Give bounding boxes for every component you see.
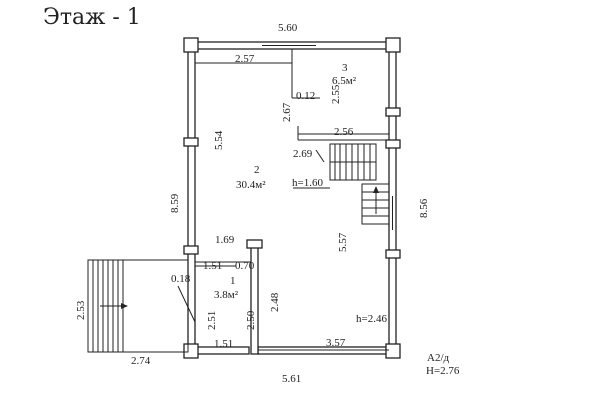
stair-break <box>315 149 325 163</box>
dimension-lines <box>195 62 389 351</box>
stair-lower-run <box>361 183 390 225</box>
right-joint-3 <box>385 249 401 259</box>
room-1-number: 1 <box>230 275 236 287</box>
dim-251: 2.51 <box>206 311 218 330</box>
porch-arrow-head <box>121 303 128 309</box>
dim-left-height: 8.59 <box>169 193 181 213</box>
corner-ne <box>385 37 401 53</box>
dim-151-lower: 1.51 <box>214 338 233 350</box>
room-3-number: 3 <box>342 62 348 74</box>
dim-269: 2.69 <box>293 148 313 160</box>
room-1-area: 3.8м² <box>214 289 239 301</box>
stair-height: h=1.60 <box>292 177 323 189</box>
dim-554: 5.54 <box>213 130 225 150</box>
staircase <box>315 143 390 225</box>
bathroom-wall-cap <box>246 239 263 249</box>
stair-arrow-head <box>373 186 379 193</box>
interior-walls <box>177 49 389 355</box>
dim-top-width: 5.60 <box>278 22 298 34</box>
dimension-labels: 5.60 5.61 8.59 8.56 2.57 0.12 2.67 2.55 … <box>75 22 430 385</box>
dim-357: 3.57 <box>326 337 346 349</box>
door-leaf <box>177 285 196 323</box>
right-joint-1 <box>385 107 401 117</box>
porch <box>87 259 189 353</box>
corner-sw <box>183 343 199 359</box>
dim-248: 2.48 <box>269 292 281 312</box>
room-height: h=2.46 <box>356 313 387 325</box>
dim-169: 1.69 <box>215 234 235 246</box>
right-joint-2 <box>385 139 401 149</box>
left-joint-2 <box>183 245 199 255</box>
dim-250: 2.50 <box>245 310 257 330</box>
floor-title: Этаж - 1 <box>43 5 141 30</box>
corner-se <box>385 343 401 359</box>
left-joint-1 <box>183 137 199 147</box>
stamp-height: H=2.76 <box>426 365 460 377</box>
room-2-area: 30.4м² <box>236 179 266 191</box>
dim-557: 5.57 <box>337 232 349 252</box>
room-2-number: 2 <box>254 164 260 176</box>
room-3-area: 6.5м² <box>332 75 357 87</box>
dim-right-height: 8.56 <box>418 198 430 218</box>
dim-bottom-width: 5.61 <box>282 373 301 385</box>
dim-257: 2.57 <box>235 53 255 65</box>
dim-018: 0.18 <box>171 273 191 285</box>
dim-253: 2.53 <box>75 300 87 320</box>
stamp-code: А2/д <box>427 352 450 364</box>
dim-070: 0.70 <box>235 260 255 272</box>
dim-012: 0.12 <box>296 90 315 102</box>
room-labels: 3 6.5м² 2 30.4м² 1 3.8м² <box>214 62 357 301</box>
porch-outline <box>87 259 189 353</box>
left-wall <box>187 41 196 353</box>
dim-274: 2.74 <box>131 355 151 367</box>
dim-255: 2.55 <box>330 84 342 104</box>
dim-256: 2.56 <box>334 126 354 138</box>
dim-267: 2.67 <box>281 102 293 122</box>
dim-151-upper: 1.51 <box>203 260 222 272</box>
corner-nw <box>183 37 199 53</box>
